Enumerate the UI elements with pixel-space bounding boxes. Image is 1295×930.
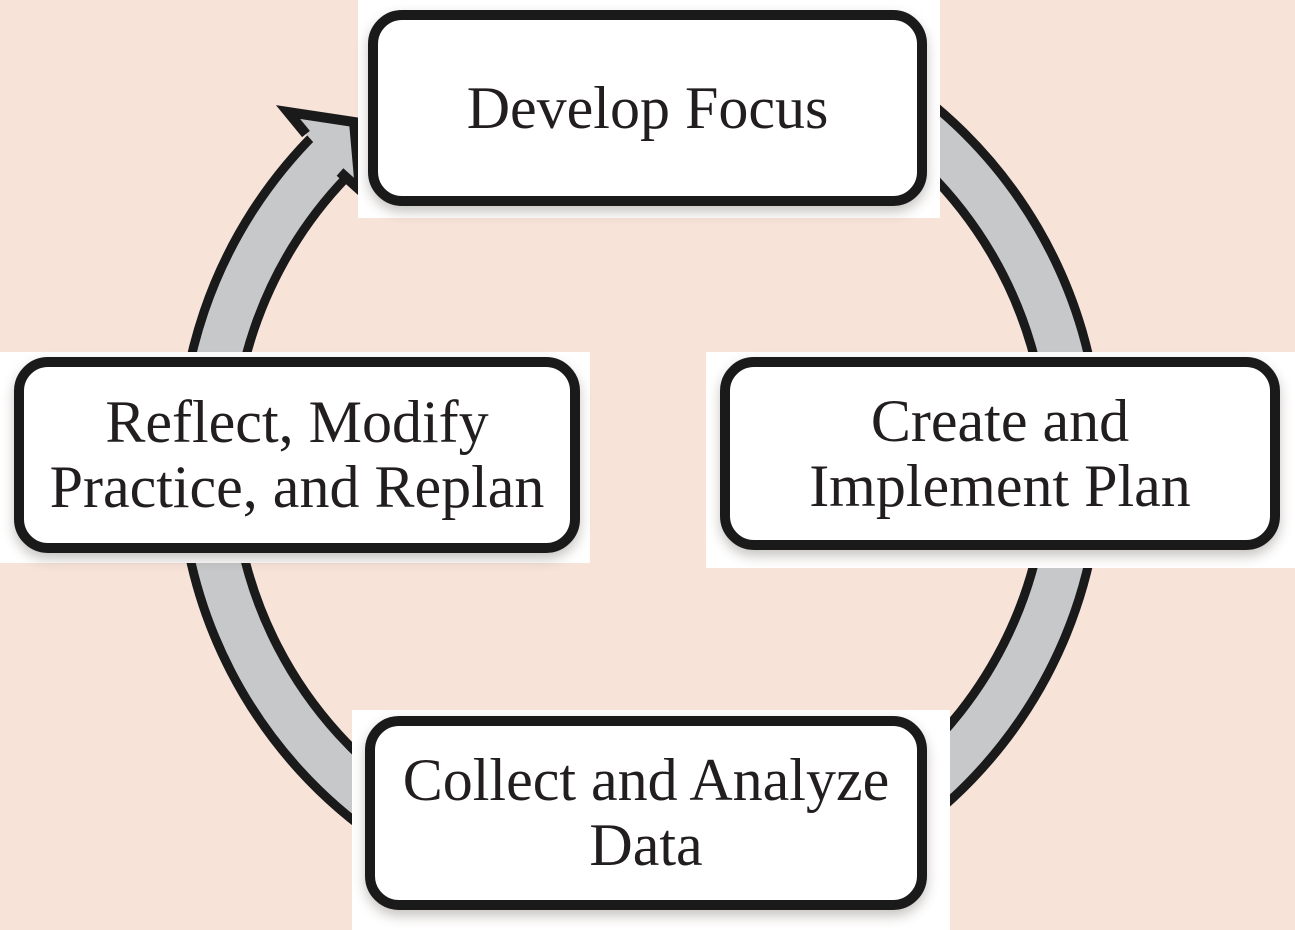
node-label-line: Reflect, Modify bbox=[105, 389, 489, 455]
node-label-line: Develop Focus bbox=[466, 74, 829, 141]
node-create-implement-plan: Create and Implement Plan bbox=[720, 357, 1280, 550]
node-develop-focus: Develop Focus bbox=[368, 10, 927, 206]
node-label-line: Practice, and Replan bbox=[49, 454, 545, 520]
node-label-line: Create and bbox=[870, 387, 1130, 454]
node-label-line: Implement Plan bbox=[809, 452, 1191, 519]
node-collect-analyze-data: Collect and Analyze Data bbox=[365, 716, 927, 910]
node-reflect-modify-replan: Reflect, Modify Practice, and Replan bbox=[14, 357, 580, 553]
node-label-line: Collect and Analyze bbox=[402, 747, 890, 813]
node-label-line: Data bbox=[589, 812, 703, 878]
arrowhead-outline bbox=[275, 105, 367, 203]
